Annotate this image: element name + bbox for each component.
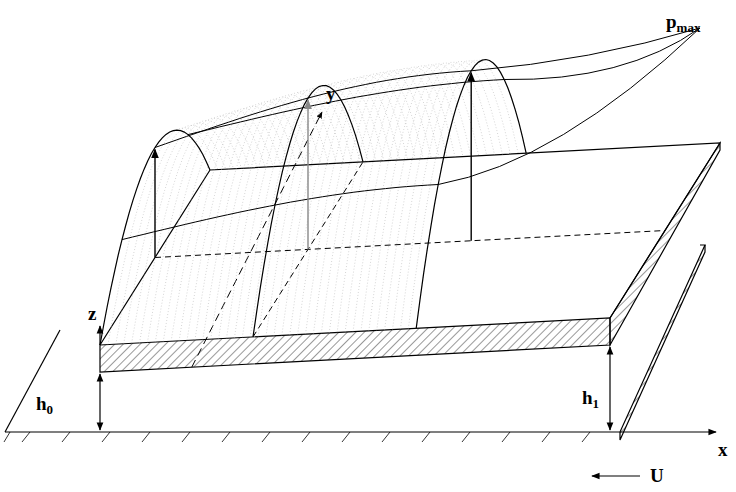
pressure-hatch — [219, 95, 329, 339]
pressure-arch — [416, 60, 526, 329]
pressure-arch — [100, 130, 210, 345]
axis-label: h1 — [582, 388, 599, 410]
pressure-hatch — [171, 109, 281, 342]
pressure-hatch — [274, 80, 384, 335]
pressure-hatch — [211, 97, 321, 339]
symbol: h — [582, 387, 593, 408]
h1-arrow — [609, 347, 610, 430]
subscript: max — [677, 20, 701, 35]
pressure-hatch — [400, 61, 510, 329]
axis-label: x — [718, 440, 728, 459]
pressure-hatch — [321, 71, 431, 334]
pressure-hatch — [234, 90, 344, 338]
pressure-hatch — [187, 104, 297, 341]
pressure-arrow — [471, 73, 472, 241]
pressure-hatch — [361, 65, 471, 331]
pressure-hatch — [140, 118, 250, 343]
pressure-hatch — [377, 63, 487, 330]
x-axis — [620, 431, 716, 432]
pressure-hatch — [179, 106, 289, 341]
pressure-hatch — [369, 64, 479, 331]
pressure-hatch — [108, 128, 218, 345]
subscript: 0 — [47, 402, 54, 417]
pressure-curve — [155, 28, 700, 148]
pressure-hatch — [227, 92, 337, 338]
base-hatching — [22, 432, 590, 442]
symbol: U — [650, 465, 664, 486]
h0-arrow — [99, 374, 100, 430]
axis-label: h0 — [36, 394, 53, 416]
axis-label: U — [650, 466, 664, 485]
pressure-arch — [253, 86, 363, 337]
pressure-hatch — [416, 60, 526, 329]
pad-top-edge — [100, 143, 720, 345]
pressure-hatch — [100, 130, 210, 345]
y-axis — [192, 112, 322, 367]
pressure-hatch — [306, 74, 416, 334]
pressure-hatch — [290, 77, 400, 335]
pressure-curve — [122, 28, 700, 240]
pressure-hatch — [116, 125, 226, 344]
pressure-hatch — [353, 66, 463, 332]
pressure-hatch — [313, 72, 423, 334]
pressure-hatch — [345, 67, 455, 332]
z-axis — [99, 326, 100, 345]
pressure-hatch — [250, 86, 360, 337]
subscript: 1 — [593, 396, 600, 411]
axis-label: pmax — [666, 12, 700, 34]
pad-front-face — [100, 318, 610, 372]
pressure-hatch — [337, 68, 447, 332]
pressure-hatch — [163, 111, 273, 342]
pressure-hatch — [266, 82, 376, 336]
symbol: z — [88, 303, 96, 324]
pressure-hatch — [408, 60, 518, 328]
pressure-hatch — [385, 62, 495, 330]
pressure-hatch — [393, 61, 503, 329]
pressure-hatch — [298, 75, 408, 334]
pad-side-face — [610, 143, 720, 345]
pressure-hatch — [195, 101, 305, 340]
axis-label: z — [88, 304, 96, 323]
pressure-hatch — [258, 84, 368, 336]
pressure-hatch — [124, 123, 234, 344]
base-plate — [4, 245, 705, 442]
pressure-curve — [188, 28, 700, 135]
pressure-hatch — [132, 121, 242, 344]
centre-line — [155, 231, 665, 258]
pressure-arrow — [307, 100, 308, 249]
velocity-arrow — [592, 475, 640, 476]
symbol: h — [36, 393, 47, 414]
axis-label: y — [326, 84, 336, 103]
symbol: p — [666, 11, 677, 32]
pressure-arrow — [154, 150, 155, 258]
symbol: y — [326, 83, 336, 104]
symbol: x — [718, 439, 728, 460]
